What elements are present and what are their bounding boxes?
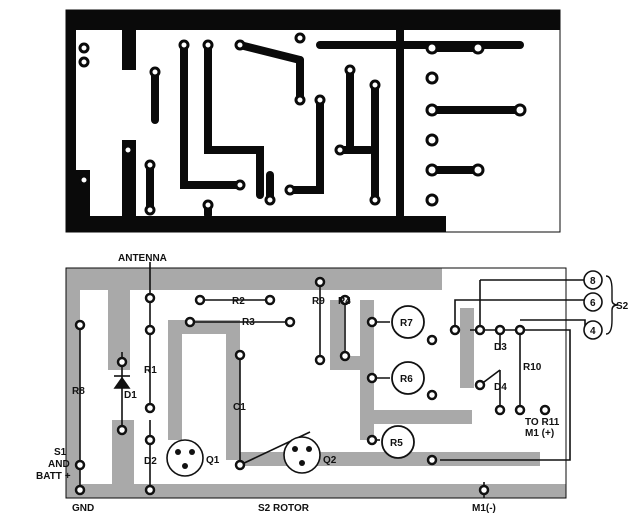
transistor-q1 (166, 439, 204, 477)
label-c1: C1 (233, 402, 246, 413)
foil-left-strip-b (122, 30, 136, 70)
label-to-r11: TO R11 (525, 417, 560, 428)
label-s2: S2 (616, 301, 629, 312)
foil-left-strip-a (66, 10, 76, 232)
label-m1-plus: M1 (+) (525, 428, 554, 439)
label-r6: R6 (400, 374, 413, 385)
label-q2: Q2 (323, 455, 337, 466)
label-r5: R5 (390, 438, 403, 449)
label-gnd: GND (72, 503, 94, 514)
parts-layout: ANTENNA R2 R3 R9 R4 R7 R6 R5 R1 R8 D1 D2… (36, 253, 629, 514)
label-r4: R4 (338, 296, 351, 307)
terminal-8 (583, 270, 603, 290)
label-r9: R9 (312, 296, 325, 307)
terminal-6 (583, 292, 603, 312)
label-d1: D1 (124, 390, 137, 401)
resistor-r5-body (381, 425, 415, 459)
label-s1: S1 (54, 447, 67, 458)
label-s2-rotor: S2 ROTOR (258, 503, 310, 514)
label-r7: R7 (400, 318, 413, 329)
label-r10: R10 (523, 362, 542, 373)
resistor-r7-body (391, 305, 425, 339)
label-m1-minus: M1(-) (472, 503, 496, 514)
transistor-q2 (283, 436, 321, 474)
label-r2: R2 (232, 296, 245, 307)
s2-terminals (583, 270, 619, 340)
grey-foil (66, 268, 566, 498)
label-d3: D3 (494, 342, 507, 353)
label-terminal-6: 6 (590, 298, 596, 309)
label-r3: R3 (242, 317, 255, 328)
resistor-r6-body (391, 361, 425, 395)
terminal-4 (583, 320, 603, 340)
label-terminal-8: 8 (590, 276, 596, 287)
foil-pattern (65, 9, 561, 233)
component-pads (74, 276, 551, 496)
foil-pads (78, 32, 527, 216)
label-batt: BATT + (36, 471, 71, 482)
foil-bottom-band (66, 216, 446, 232)
label-and: AND (48, 459, 70, 470)
diode-d1-symbol (113, 375, 131, 389)
board-outline-bottom (65, 267, 567, 499)
s2-brace (605, 275, 619, 335)
foil-left-strip-c (122, 140, 136, 220)
label-d2: D2 (144, 456, 157, 467)
label-q1: Q1 (206, 455, 220, 466)
label-antenna: ANTENNA (118, 253, 167, 264)
label-r1: R1 (144, 365, 157, 376)
foil-top-band (66, 10, 560, 30)
label-terminal-4: 4 (590, 326, 596, 337)
label-d4: D4 (494, 382, 507, 393)
label-r8: R8 (72, 386, 85, 397)
